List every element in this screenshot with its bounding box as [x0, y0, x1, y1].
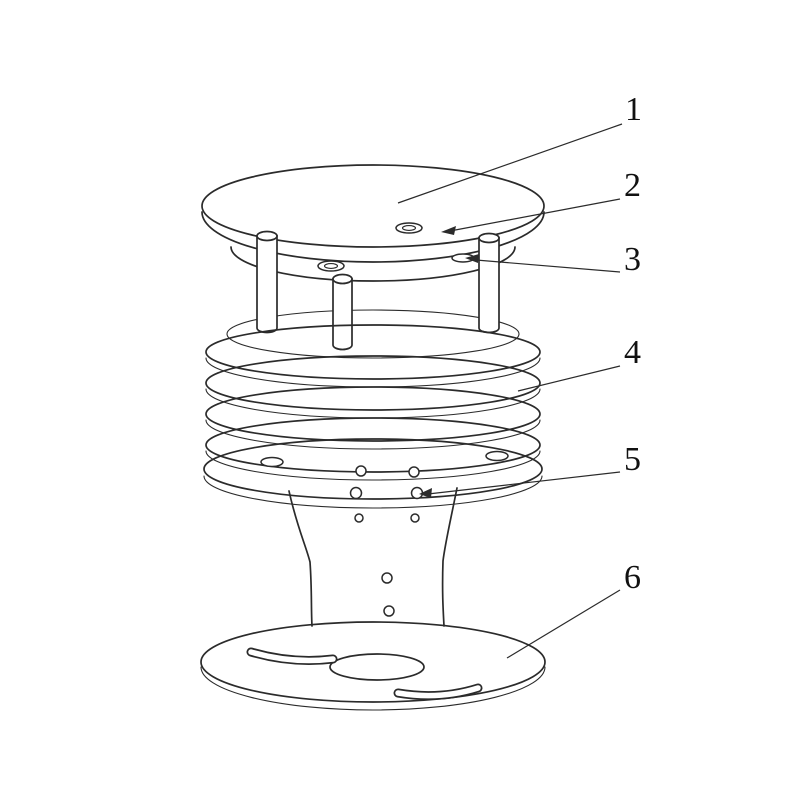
post-left-top	[256, 230, 278, 242]
callout-2-leader	[449, 198, 621, 232]
post-left	[256, 235, 278, 334]
louver-3-edge	[205, 419, 541, 450]
louver-4-edge	[205, 450, 541, 481]
cone-right-edge	[441, 487, 458, 627]
callout-3: 3	[465, 241, 641, 278]
stack-top-plate	[226, 309, 520, 359]
callout-5-leader	[427, 471, 621, 495]
callout-4: 4	[517, 334, 641, 392]
cone-hole-mid-upper	[381, 572, 393, 584]
cone-body	[288, 465, 458, 627]
cone-hole-mid-lower	[383, 605, 395, 617]
callout-5-arrowhead	[419, 488, 432, 498]
top-cap-outer-rim	[201, 164, 545, 248]
callout-2-arrowhead	[441, 226, 456, 235]
louver-2-edge	[205, 388, 541, 419]
callout-3-leader	[475, 259, 621, 273]
callout-4-label: 4	[624, 334, 641, 371]
screw-head-top-inner	[401, 225, 417, 231]
screw-head-left	[317, 260, 345, 272]
base-plate-center-hole	[329, 653, 425, 681]
callout-4-leader	[517, 365, 621, 392]
callout-1-label: 1	[625, 91, 642, 128]
cap-plate-fasteners	[317, 222, 475, 272]
base-plate-thickness-edge	[200, 666, 546, 711]
callout-3-arrowhead	[465, 254, 479, 263]
top-cap-thickness-edge	[201, 211, 545, 263]
cone-hole-row1-left	[355, 465, 367, 477]
base-plate	[200, 621, 546, 711]
cone-hole-row1-right	[408, 466, 420, 478]
support-posts	[256, 230, 500, 351]
screw-head-left-inner	[323, 263, 339, 269]
cone-hole-row2-left	[349, 486, 363, 500]
plate-slot-hole-left	[260, 456, 284, 468]
louver-2	[205, 355, 541, 411]
louver-3	[205, 386, 541, 442]
base-plate-rim	[200, 621, 546, 703]
cone-hole-row3-right	[410, 513, 420, 523]
stack-bottom-plate	[203, 438, 543, 509]
callout-2: 2	[441, 167, 641, 235]
post-right	[478, 237, 500, 334]
callout-6: 6	[506, 559, 641, 659]
callout-3-label: 3	[624, 241, 641, 278]
callout-1: 1	[397, 91, 642, 204]
callout-6-leader	[506, 589, 621, 659]
stack-bottom-plate-rim	[203, 438, 543, 500]
callout-5: 5	[419, 441, 641, 498]
callout-2-label: 2	[624, 167, 641, 204]
stack-bottom-plate-edge	[203, 475, 543, 509]
cone-hole-row3-left	[354, 513, 364, 523]
cone-left-edge	[288, 490, 313, 627]
base-plate-arc-slot-right-inner	[395, 685, 481, 699]
post-middle-top	[332, 273, 353, 285]
base-plate-arc-slot-left-inner	[248, 649, 336, 664]
louver-stack	[205, 324, 541, 481]
louver-1-edge	[205, 357, 541, 388]
plate-slot-hole-right	[485, 450, 509, 462]
post-middle	[332, 278, 353, 351]
louver-4	[205, 417, 541, 473]
cone-hole-row2-right	[410, 486, 424, 500]
louver-1	[205, 324, 541, 380]
callout-5-label: 5	[624, 441, 641, 478]
screw-head-top	[395, 222, 423, 234]
callout-6-label: 6	[624, 559, 641, 596]
callout-1-leader	[397, 123, 623, 204]
post-right-top	[478, 232, 500, 244]
